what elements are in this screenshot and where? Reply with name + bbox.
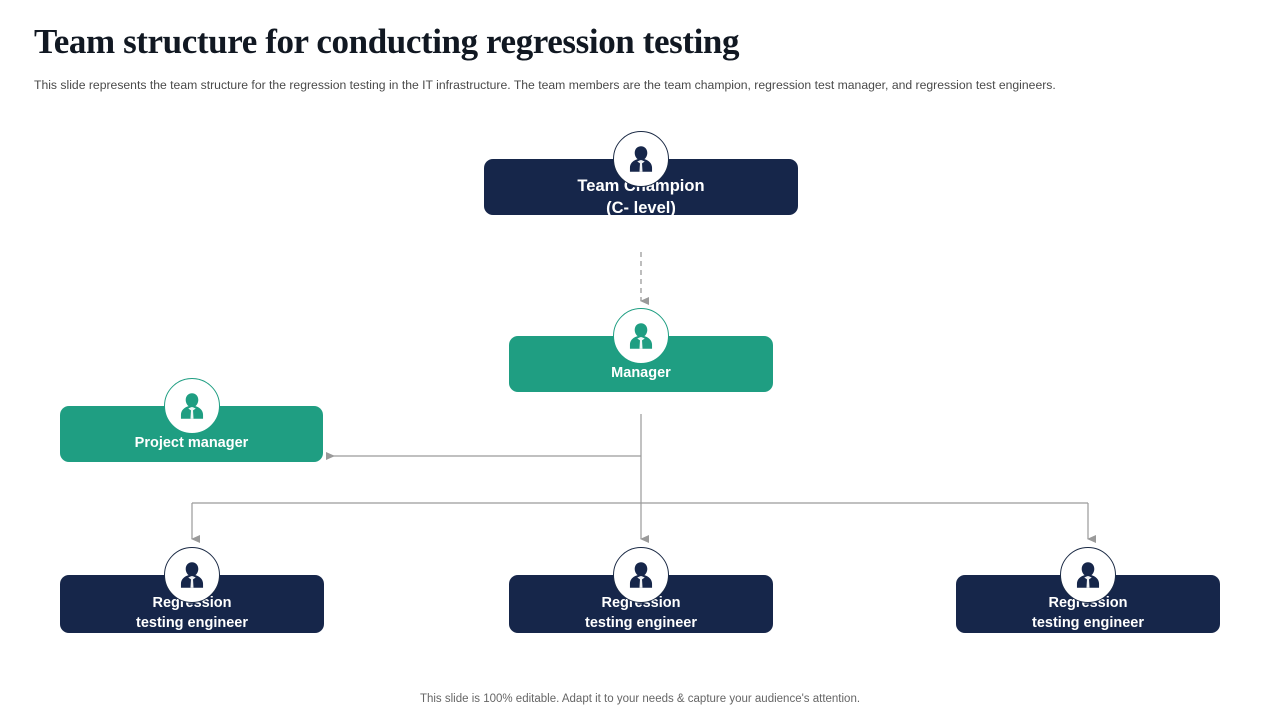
org-node-engineer-3-box[interactable]: Regression testing engineer: [956, 575, 1220, 633]
person-avatar-icon: [613, 131, 669, 187]
org-node-engineer-2-label-1: Regression: [601, 595, 681, 612]
page-subtitle: This slide represents the team structure…: [34, 78, 1056, 92]
org-node-engineer-2-box[interactable]: Regression testing engineer: [509, 575, 773, 633]
org-node-engineer-1[interactable]: Regression testing engineer: [60, 547, 324, 633]
org-node-engineer-3[interactable]: Regression testing engineer: [956, 547, 1220, 633]
person-avatar-icon: [164, 547, 220, 603]
org-node-engineer-1-label-1: Regression: [152, 595, 232, 612]
org-node-engineer-2-label-2: testing engineer: [585, 615, 697, 631]
org-node-manager-box[interactable]: Manager: [509, 336, 773, 392]
org-node-engineer-2[interactable]: Regression testing engineer: [509, 547, 773, 633]
org-node-engineer-3-label-1: Regression: [1048, 595, 1128, 612]
org-node-project-manager-label-1: Project manager: [134, 435, 249, 452]
footer-note: This slide is 100% editable. Adapt it to…: [419, 693, 861, 705]
org-node-engineer-1-label-2: testing engineer: [136, 615, 248, 631]
org-node-engineer-1-box[interactable]: Regression testing engineer: [60, 575, 324, 633]
org-node-project-manager[interactable]: Project manager: [60, 378, 323, 462]
org-node-manager[interactable]: Manager: [509, 308, 773, 392]
org-node-manager-label-1: Manager: [611, 365, 671, 382]
org-node-team-champion-label-2: (C- level): [606, 199, 676, 217]
person-avatar-icon: [1060, 547, 1116, 603]
page-title: Team structure for conducting regression…: [34, 22, 740, 61]
person-avatar-icon: [613, 547, 669, 603]
person-avatar-icon: [163, 378, 220, 434]
person-avatar-icon: [613, 308, 669, 364]
org-node-engineer-3-label-2: testing engineer: [1032, 615, 1144, 631]
org-node-team-champion[interactable]: Team Champion (C- level): [484, 131, 798, 217]
